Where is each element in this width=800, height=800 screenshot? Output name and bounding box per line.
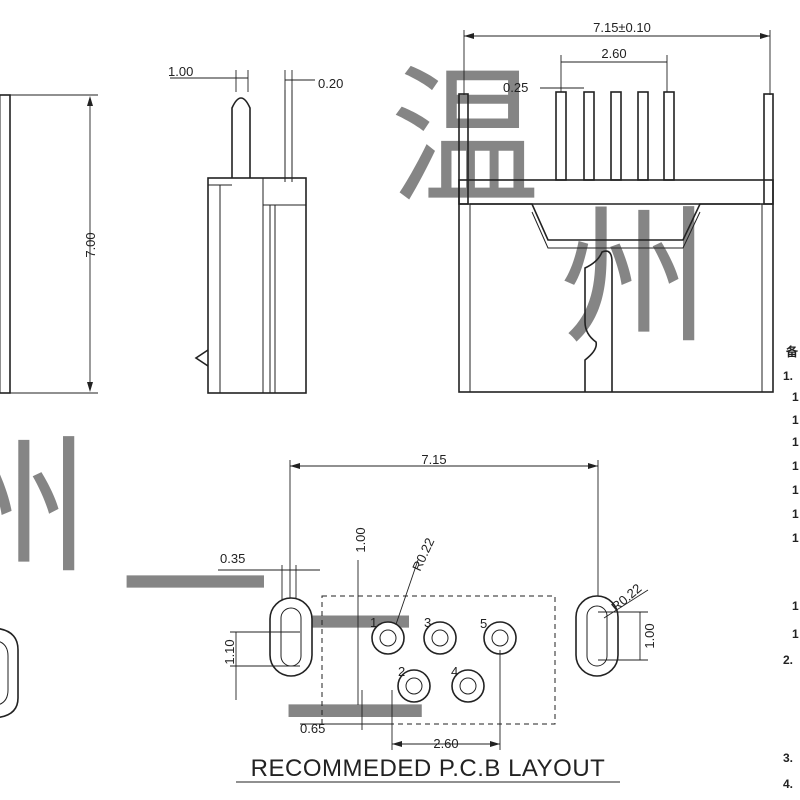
cropped-part-bottom-left [0, 628, 19, 718]
pcb-pad-2 [397, 669, 431, 703]
pcb-slot-right-inner [586, 605, 608, 667]
side-view-rounded-pin [231, 97, 251, 178]
side-view-body [207, 177, 307, 394]
pcb-pad-4 [451, 669, 485, 703]
pcb-slot-left [269, 597, 313, 677]
pcb-radius-leader-left [391, 559, 419, 637]
top-view-pin-width-dim: 0.25 [503, 80, 528, 95]
top-view-arrow-left [464, 33, 474, 39]
pcb-offset-dim: 0.65 [300, 721, 325, 736]
note-4: 4. [783, 777, 793, 791]
note-3: 3. [783, 751, 793, 765]
top-view-latch-outline [584, 250, 613, 392]
pcb-pad-5-hole [491, 629, 509, 647]
pcb-pad-2-hole [405, 677, 423, 695]
pcb-outline [321, 595, 556, 725]
pcb-overall-dim: 7.15 [421, 452, 446, 467]
top-view: 7.15±0.10 2.60 0.25 [458, 20, 774, 393]
pcb-pad-number-1: 1 [370, 615, 377, 630]
note-1-8: 1 [792, 599, 799, 613]
top-view-post-right [763, 93, 774, 205]
top-view-span-dim: 2.60 [601, 46, 626, 61]
pcb-span-arrow-right [490, 741, 500, 747]
note-1-2: 1 [792, 413, 799, 427]
pcb-pad-3 [423, 621, 457, 655]
top-view-body [458, 179, 774, 393]
front-view-arrow-bottom [87, 382, 93, 392]
cropped-part-inner [0, 641, 9, 705]
note-1-5: 1 [792, 483, 799, 497]
pcb-slot-height-dim: 1.10 [222, 639, 237, 664]
front-view: 7.00 [0, 94, 98, 394]
note-1-3: 1 [792, 435, 799, 449]
note-1-4: 1 [792, 459, 799, 473]
pcb-pad-1-hole [379, 629, 397, 647]
top-view-pin-3 [610, 91, 622, 181]
watermark-char-2: 州 [560, 194, 710, 362]
side-view-thickness-dim: 0.20 [318, 76, 343, 91]
note-1: 1. [783, 369, 793, 383]
pcb-arrow-left [290, 463, 300, 469]
pcb-caption: RECOMMEDED P.C.B LAYOUT [251, 755, 606, 782]
pcb-slot-width-dim: 0.35 [220, 551, 245, 566]
top-view-arrow-right [760, 33, 770, 39]
pcb-pad-3-hole [431, 629, 449, 647]
pcb-pad-number-3: 3 [424, 615, 431, 630]
side-view: 1.00 0.20 [168, 64, 343, 394]
note-1-6: 1 [792, 507, 799, 521]
pcb-arrow-right [588, 463, 598, 469]
top-view-pin-1 [555, 91, 567, 181]
pcb-span-dim: 2.60 [433, 736, 458, 751]
pcb-slot-radius-right: R0.22 [608, 581, 644, 615]
top-view-pin-4 [637, 91, 649, 181]
note-1-9: 1 [792, 627, 799, 641]
cropped-part-outline [0, 628, 19, 718]
front-view-arrow-top [87, 96, 93, 106]
pcb-pad-number-4: 4 [451, 664, 458, 679]
pcb-vertical-spacing-dim: 1.00 [353, 527, 368, 552]
pcb-right-spacing-dim: 1.00 [642, 623, 657, 648]
pcb-pad-5 [483, 621, 517, 655]
side-view-latch [194, 349, 209, 367]
note-heading: 备 [785, 344, 799, 359]
pcb-slot-radius-left: R0.22 [409, 535, 437, 573]
front-view-height-dim: 7.00 [83, 232, 98, 257]
top-view-pin-2 [583, 91, 595, 181]
pcb-pad-number-5: 5 [480, 616, 487, 631]
top-view-notch-inner [531, 211, 701, 249]
watermark-char-4: 一 [120, 504, 270, 672]
note-2: 2. [783, 653, 793, 667]
side-view-pin-width-dim: 1.00 [168, 64, 193, 79]
pcb-pad-number-2: 2 [398, 664, 405, 679]
pcb-pad-4-hole [459, 677, 477, 695]
pcb-pad-1 [371, 621, 405, 655]
pcb-radius-leader-right [603, 589, 649, 619]
front-view-body [0, 94, 11, 394]
top-view-overall-dim: 7.15±0.10 [593, 20, 651, 35]
pcb-span-arrow-left [392, 741, 402, 747]
note-1-1: 1 [792, 390, 799, 404]
top-view-pin-5 [663, 91, 675, 181]
watermark-char-3: 州 [0, 424, 90, 592]
watermark-char-1: 温 [390, 54, 540, 222]
notes-column: 备 1. 1 1 1 1 1 1 1 1 1 2. 3. 4. [783, 344, 799, 791]
top-view-notch [470, 203, 760, 241]
note-1-7: 1 [792, 531, 799, 545]
